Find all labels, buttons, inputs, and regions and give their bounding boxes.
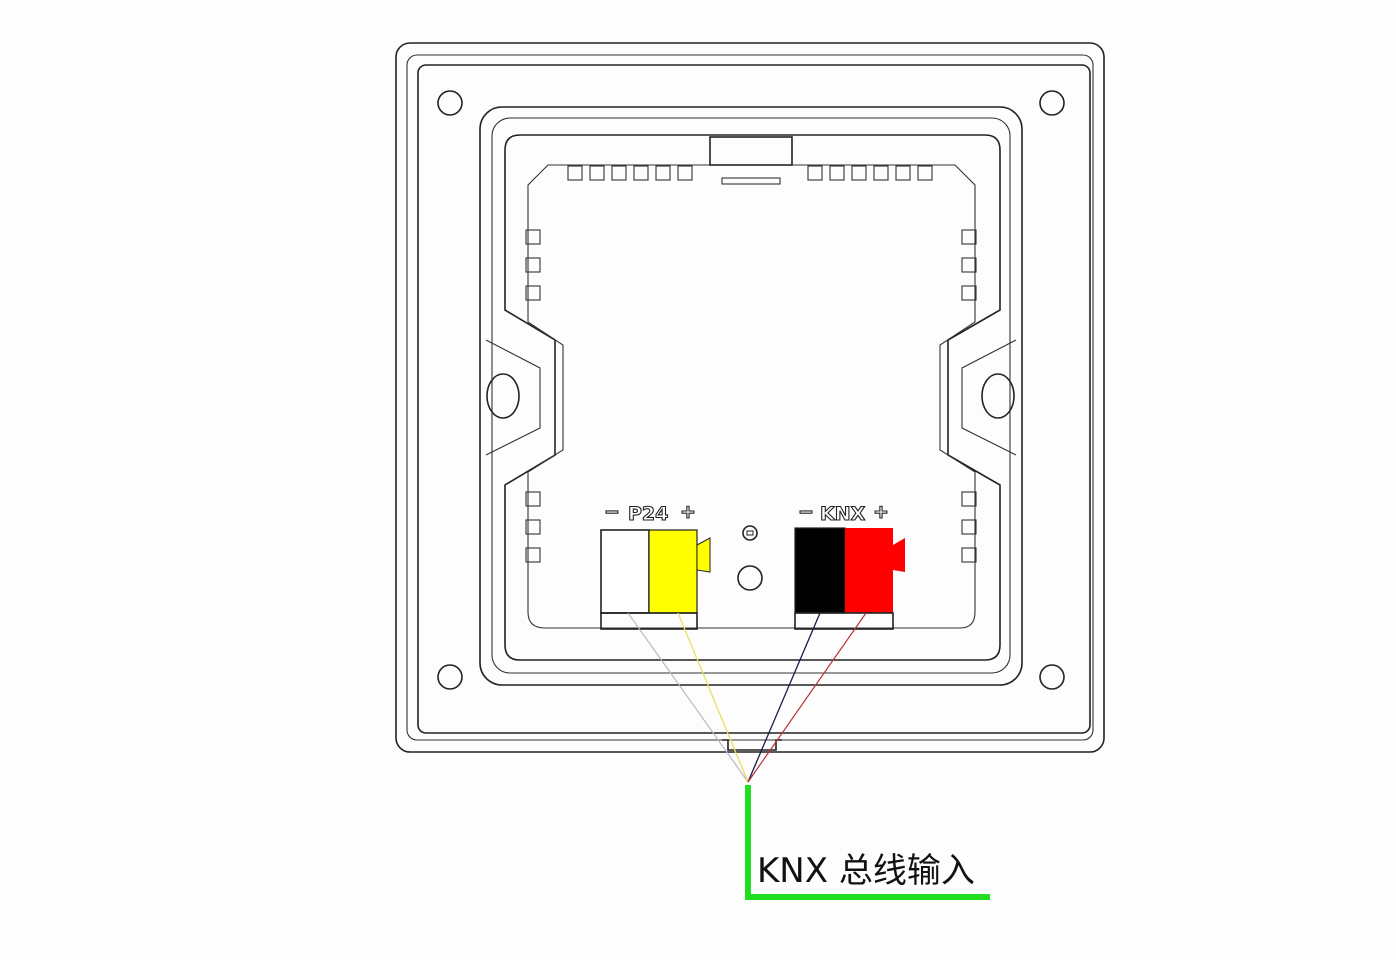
housing-tab xyxy=(961,229,977,245)
housing-tab xyxy=(895,165,911,181)
housing-tab xyxy=(961,257,977,273)
housing-tab xyxy=(655,165,671,181)
screw-hole xyxy=(1039,90,1065,116)
mounting-slot xyxy=(486,373,520,419)
terminal-p24: − P24 + xyxy=(600,500,711,630)
housing-tab xyxy=(567,165,583,181)
housing-tab xyxy=(851,165,867,181)
wires xyxy=(627,612,867,783)
inner-body xyxy=(479,106,1023,686)
housing-tab xyxy=(961,491,977,507)
terminal-knx: − KNX + xyxy=(794,500,905,630)
outer-frame xyxy=(395,42,1105,753)
housing-tab xyxy=(525,519,541,535)
led-icon xyxy=(742,525,758,541)
p24-minus-label: − xyxy=(604,501,620,523)
housing-tab xyxy=(961,547,977,563)
prog-button-icon xyxy=(737,565,763,591)
housing-tab xyxy=(525,257,541,273)
p24-plus-label: + xyxy=(680,501,696,523)
knx-plus-label: + xyxy=(873,501,889,523)
knx-minus-label: − xyxy=(798,501,814,523)
housing-tab xyxy=(633,165,649,181)
housing-tab xyxy=(961,519,977,535)
screw-holes xyxy=(437,90,1065,690)
housing-tab xyxy=(807,165,823,181)
housing-tab xyxy=(917,165,933,181)
housing-tab xyxy=(525,547,541,563)
mounting-slot xyxy=(981,373,1015,419)
screw-hole xyxy=(437,90,463,116)
housing-tab xyxy=(961,285,977,301)
bus-input-label: KNX 总线输入 xyxy=(757,851,975,891)
p24-label: P24 xyxy=(628,503,668,525)
screw-hole xyxy=(437,664,463,690)
housing-tab xyxy=(677,165,693,181)
housing-tab xyxy=(525,229,541,245)
knx-label: KNX xyxy=(820,503,866,525)
housing-tab xyxy=(589,165,605,181)
housing-tab xyxy=(525,285,541,301)
housing-tab xyxy=(873,165,889,181)
knx-bus-cable xyxy=(745,785,990,900)
housing-tab xyxy=(829,165,845,181)
housing-tab xyxy=(611,165,627,181)
housing-tab xyxy=(525,491,541,507)
programming-button xyxy=(737,525,763,591)
screw-hole xyxy=(1039,664,1065,690)
housing-tabs xyxy=(525,165,977,563)
